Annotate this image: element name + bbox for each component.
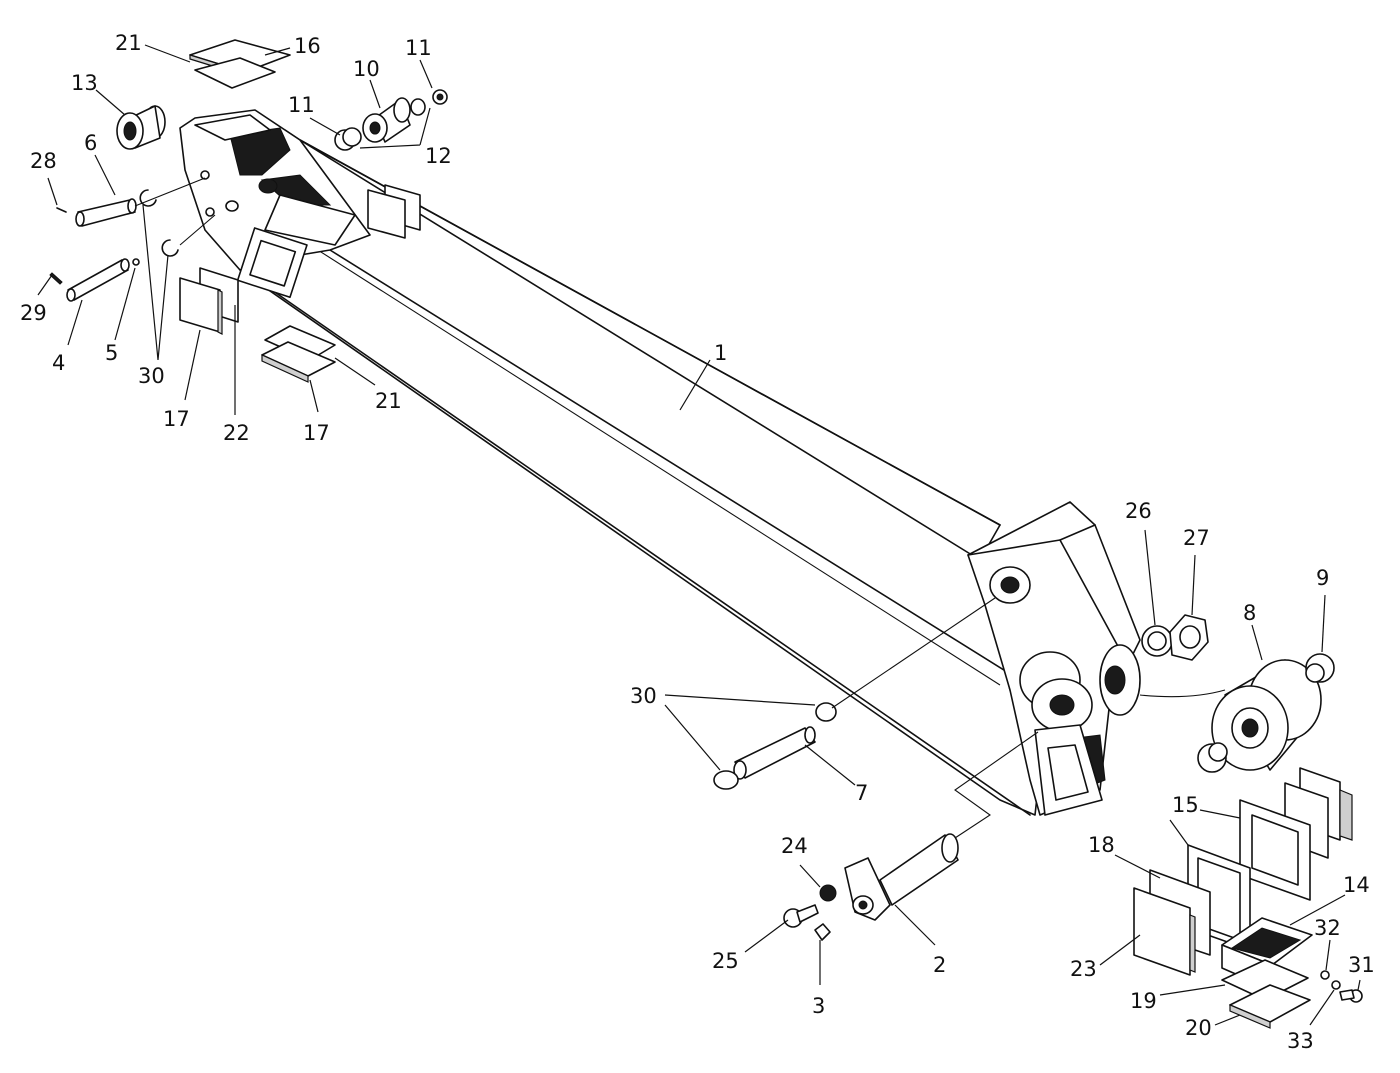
pin-4: [66, 258, 140, 302]
callout-16: 16: [294, 34, 321, 58]
washer-33: [1331, 980, 1341, 990]
callout-10: 10: [353, 57, 380, 81]
fitting-3: [814, 923, 831, 941]
pad-19-20: [1221, 959, 1311, 1029]
callout-33: 33: [1287, 1029, 1314, 1053]
callout-5: 5: [105, 341, 118, 365]
snap-ring-front-lower: [713, 770, 739, 790]
roller-8: [1211, 659, 1322, 771]
pin-7: [733, 726, 816, 780]
callout-25: 25: [712, 949, 739, 973]
callout-30-rear: 30: [138, 364, 165, 388]
callout-8: 8: [1243, 601, 1256, 625]
callout-23: 23: [1070, 957, 1097, 981]
callout-27: 27: [1183, 526, 1210, 550]
pad-23: [1133, 869, 1211, 976]
callout-18: 18: [1088, 833, 1115, 857]
callout-13: 13: [71, 71, 98, 95]
flange-9: [1197, 653, 1335, 773]
front-casting: [967, 501, 1141, 816]
callout-32: 32: [1314, 916, 1341, 940]
callout-labels: 1 2 3 4 5 6 7 8 9 10 11 11 12 13 14 15 1…: [20, 31, 1375, 1053]
callout-6: 6: [84, 131, 97, 155]
callout-21-lower: 21: [375, 389, 402, 413]
callout-21-top: 21: [115, 31, 142, 55]
pad-17-21-lower: [261, 325, 336, 383]
nut-27: [1169, 614, 1209, 661]
axle-2: [844, 833, 959, 921]
callout-1: 1: [714, 341, 727, 365]
callout-14: 14: [1343, 873, 1370, 897]
bolt-31: [1339, 989, 1363, 1003]
callout-24: 24: [781, 834, 808, 858]
leader-lines: [37, 44, 1361, 1026]
callout-31: 31: [1348, 953, 1375, 977]
pad-16: [189, 39, 291, 89]
washer-32: [1320, 970, 1330, 980]
callout-20: 20: [1185, 1016, 1212, 1040]
snap-ring-front-upper: [815, 702, 837, 722]
callout-4: 4: [52, 351, 65, 375]
nut-24: [819, 884, 837, 902]
snap-ring-rear-lower: [161, 239, 179, 257]
callout-11-right: 11: [405, 36, 432, 60]
callout-29: 29: [20, 301, 47, 325]
bushing-13: [116, 105, 166, 150]
callout-19: 19: [1130, 989, 1157, 1013]
callout-9: 9: [1316, 566, 1329, 590]
pin-6: [75, 177, 206, 227]
callout-17-lower: 17: [303, 421, 330, 445]
frame-15: [1239, 799, 1311, 901]
washer-26: [1141, 625, 1173, 657]
rear-bracket: [179, 109, 371, 299]
callout-3: 3: [812, 994, 825, 1018]
callout-30-front: 30: [630, 684, 657, 708]
callout-26: 26: [1125, 499, 1152, 523]
pin-29: [49, 272, 63, 285]
callout-15: 15: [1172, 793, 1199, 817]
callout-7: 7: [855, 781, 868, 805]
snap-ring-rear-upper: [139, 189, 157, 207]
callout-11-left: 11: [288, 93, 315, 117]
callout-12: 12: [425, 144, 452, 168]
pad-upper-right: [367, 184, 421, 239]
pin-28: [56, 207, 67, 213]
boom-beam: [184, 124, 1041, 816]
callout-28: 28: [30, 149, 57, 173]
bolt-25: [783, 904, 819, 928]
pad-17-22-left: [179, 267, 239, 335]
bushing-10: [362, 97, 411, 143]
callout-17-left: 17: [163, 407, 190, 431]
callout-2: 2: [933, 953, 946, 977]
callout-22: 22: [223, 421, 250, 445]
